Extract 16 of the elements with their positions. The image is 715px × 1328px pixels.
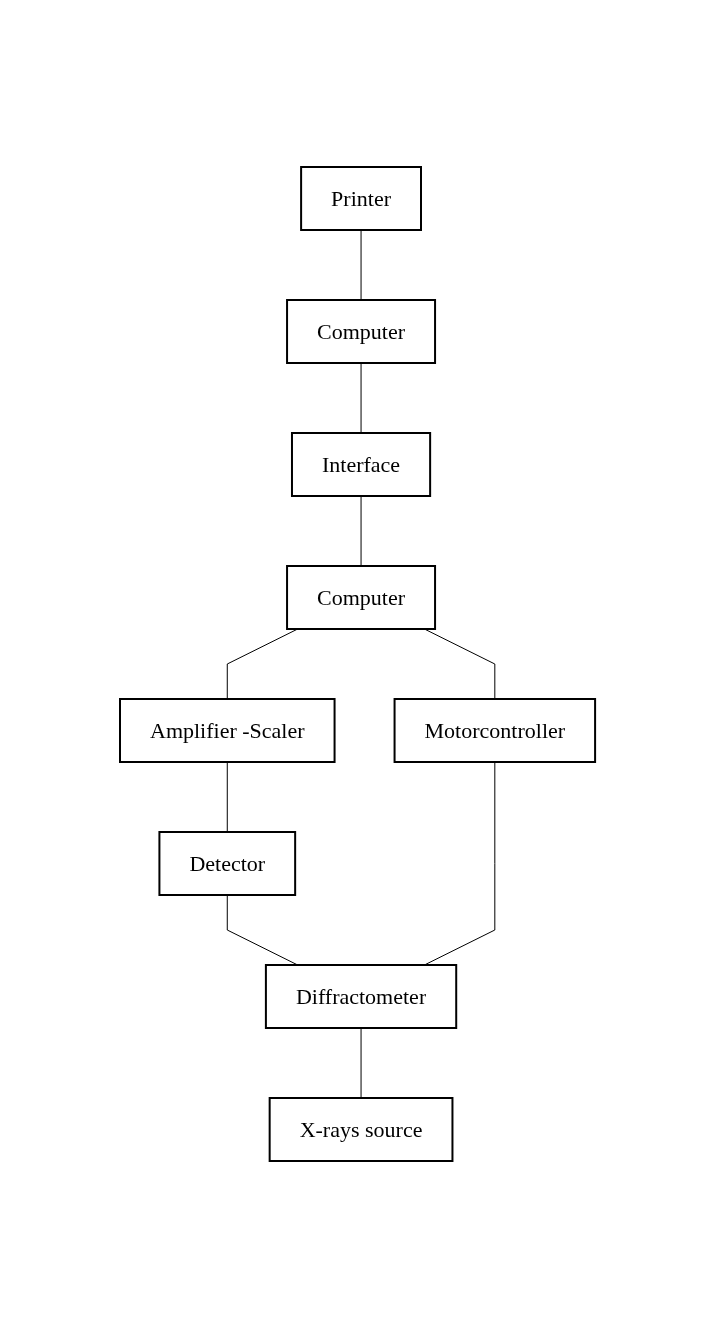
node-box: Computer	[286, 299, 436, 364]
connector	[360, 229, 362, 301]
node-box: Printer	[300, 166, 422, 231]
node-box: X-rays source	[268, 1097, 454, 1162]
node-box: Motorcontroller	[393, 698, 597, 763]
connector	[226, 894, 299, 966]
node-box: Interface	[290, 432, 432, 497]
node-box: Diffractometer	[264, 964, 458, 1029]
connector	[226, 761, 228, 833]
node-box: Computer	[286, 565, 436, 630]
connector	[423, 761, 496, 966]
connector	[360, 495, 362, 567]
node-box: Amplifier -Scaler	[118, 698, 336, 763]
connector	[360, 362, 362, 434]
node-box: Detector	[158, 831, 297, 896]
connector	[360, 1027, 362, 1099]
